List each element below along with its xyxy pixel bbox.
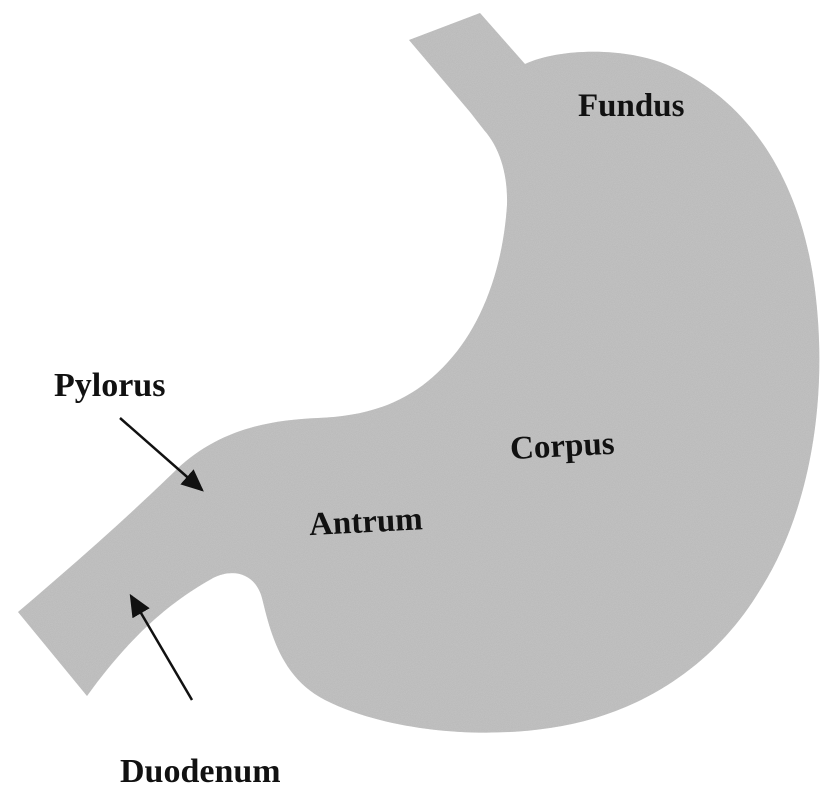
pylorus-label: Pylorus [54,367,165,404]
duodenum-label: Duodenum [120,753,281,787]
fundus-label: Fundus [578,88,685,124]
antrum-label: Antrum [308,501,423,543]
pylorus-arrow [120,418,202,490]
corpus-label: Corpus [509,426,615,467]
